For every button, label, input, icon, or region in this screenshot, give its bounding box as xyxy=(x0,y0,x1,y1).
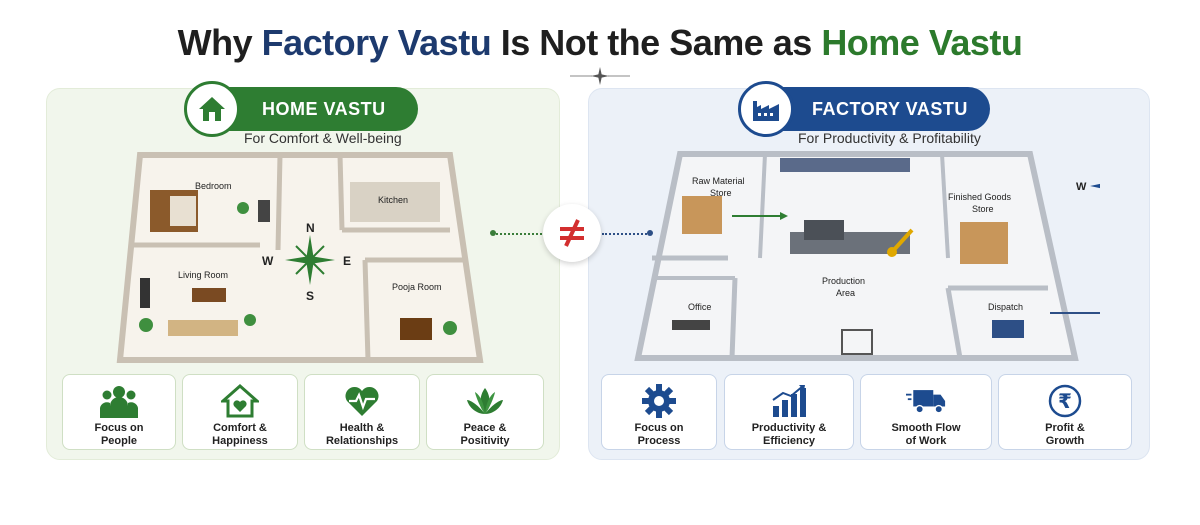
not-equal-icon xyxy=(543,204,601,262)
gear-icon xyxy=(639,383,679,419)
room-label-living: Living Room xyxy=(178,270,228,280)
home-card-label: Focus on People xyxy=(94,422,144,447)
connector-dot-right xyxy=(647,230,653,236)
connector-left xyxy=(492,233,542,235)
factory-card-flow: Smooth Flow of Work xyxy=(860,374,992,450)
factory-vastu-heading: FACTORY VASTU xyxy=(738,81,990,137)
home-card-label: Peace & Positivity xyxy=(460,422,510,447)
svg-text:₹: ₹ xyxy=(1058,389,1072,413)
factory-card-label: Productivity & Efficiency xyxy=(751,422,827,447)
home-floor-plan: Bedroom Kitchen Living Room Pooja Room N… xyxy=(116,152,484,363)
factory-icon xyxy=(738,81,794,137)
factory-subtitle: For Productivity & Profitability xyxy=(798,130,981,146)
heart-pulse-icon xyxy=(342,383,382,419)
area-label-finished-1: Finished Goods xyxy=(948,192,1012,202)
home-vastu-heading: HOME VASTU xyxy=(184,81,418,137)
home-card-people: Focus on People xyxy=(62,374,176,450)
factory-card-productivity: Productivity & Efficiency xyxy=(724,374,854,450)
compass-e: E xyxy=(343,254,351,268)
connector-dot-left xyxy=(490,230,496,236)
home-card-comfort: Comfort & Happiness xyxy=(182,374,298,450)
room-label-kitchen: Kitchen xyxy=(378,195,408,205)
compass-icon xyxy=(285,235,335,285)
rupee-icon: ₹ xyxy=(1045,383,1085,419)
bar-chart-icon xyxy=(769,383,809,419)
house-icon xyxy=(184,81,240,137)
factory-card-label: Profit & Growth xyxy=(1045,422,1085,447)
home-card-label: Comfort & Happiness xyxy=(212,422,268,447)
area-label-production-2: Area xyxy=(836,288,855,298)
compass-w: W xyxy=(262,254,274,268)
factory-card-process: Focus on Process xyxy=(601,374,717,450)
ornament-icon xyxy=(570,67,630,85)
room-label-bedroom: Bedroom xyxy=(195,181,232,191)
truck-icon xyxy=(906,383,946,419)
home-card-peace: Peace & Positivity xyxy=(426,374,544,450)
home-card-health: Health & Relationships xyxy=(304,374,420,450)
home-card-label: Health & Relationships xyxy=(325,422,399,447)
people-icon xyxy=(99,383,139,419)
house-heart-icon xyxy=(220,383,260,419)
area-label-finished-2: Store xyxy=(972,204,994,214)
factory-compass-w: W xyxy=(1076,181,1087,193)
factory-card-label: Focus on Process xyxy=(634,422,684,447)
area-label-raw-2: Store xyxy=(710,188,732,198)
lotus-icon xyxy=(465,383,505,419)
connector-right xyxy=(602,233,650,235)
area-label-office: Office xyxy=(688,302,711,312)
home-subtitle: For Comfort & Well-being xyxy=(244,130,402,146)
factory-card-profit: ₹ Profit & Growth xyxy=(998,374,1132,450)
factory-card-label: Smooth Flow of Work xyxy=(891,422,961,447)
compass-n: N xyxy=(306,221,315,235)
factory-floor-plan: Raw Material Store Finished Goods Store … xyxy=(634,151,1100,361)
area-label-raw-1: Raw Material xyxy=(692,176,745,186)
compass-s: S xyxy=(306,289,314,303)
area-label-production-1: Production xyxy=(822,276,865,286)
compass-icon xyxy=(1090,183,1100,189)
area-label-dispatch: Dispatch xyxy=(988,302,1023,312)
page-title: Why Factory Vastu Is Not the Same as Hom… xyxy=(177,22,1023,63)
room-label-pooja: Pooja Room xyxy=(392,282,442,292)
